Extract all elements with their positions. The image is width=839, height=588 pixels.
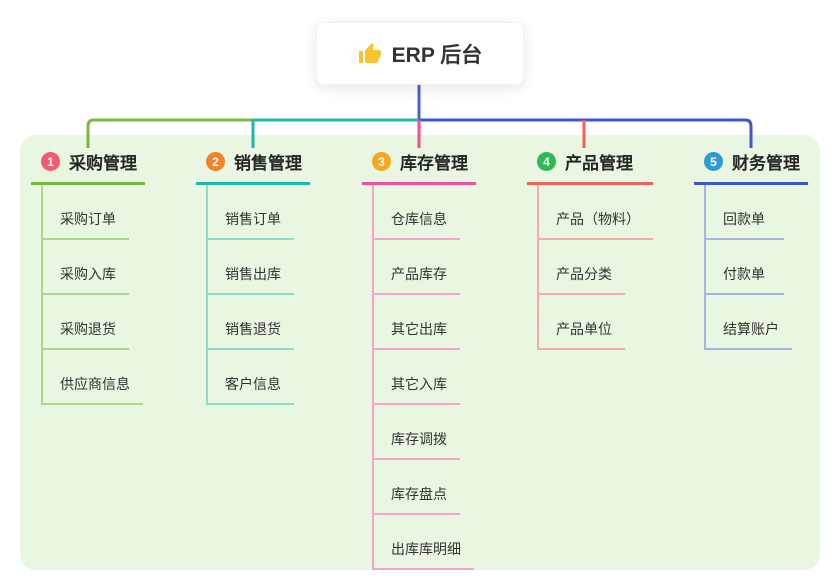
child-node[interactable]: 供应商信息 [43, 350, 143, 405]
child-label: 客户信息 [225, 376, 281, 392]
branch-number-badge: 1 [41, 152, 60, 171]
child-label: 其它入库 [391, 376, 447, 392]
child-label: 采购订单 [60, 211, 116, 227]
branch-children: 销售订单销售出库销售退货客户信息 [206, 185, 310, 405]
branch-label: 库存管理 [400, 154, 468, 173]
child-node[interactable]: 产品分类 [539, 240, 625, 295]
child-node[interactable]: 付款单 [706, 240, 784, 295]
branch-2: 2 销售管理销售订单销售出库销售退货客户信息 [196, 143, 310, 405]
child-label: 销售订单 [225, 211, 281, 227]
child-label: 库存盘点 [391, 486, 447, 502]
child-label: 仓库信息 [391, 211, 447, 227]
child-node[interactable]: 回款单 [706, 185, 784, 240]
child-node[interactable]: 销售订单 [208, 185, 294, 240]
child-node[interactable]: 产品单位 [539, 295, 625, 350]
child-node[interactable]: 仓库信息 [374, 185, 460, 240]
branch-label: 销售管理 [234, 154, 302, 173]
branch-4: 4 产品管理产品（物料） 产品分类产品单位 [527, 143, 653, 350]
branch-title[interactable]: 3 库存管理 [362, 143, 476, 185]
child-node[interactable]: 其它入库 [374, 350, 460, 405]
branch-title[interactable]: 4 产品管理 [527, 143, 653, 185]
child-label: 销售出库 [225, 266, 281, 282]
child-node[interactable]: 产品库存 [374, 240, 460, 295]
child-label: 供应商信息 [60, 376, 130, 392]
child-label: 产品单位 [556, 321, 612, 337]
child-node[interactable]: 产品（物料） [539, 185, 653, 240]
branch-children: 产品（物料） 产品分类产品单位 [537, 185, 653, 350]
child-label: 产品库存 [391, 266, 447, 282]
child-label: 结算账户 [723, 321, 779, 337]
branch-number-badge: 2 [206, 152, 225, 171]
root-label: ERP 后台 [391, 43, 483, 67]
child-node[interactable]: 客户信息 [208, 350, 294, 405]
child-label: 采购入库 [60, 266, 116, 282]
branch-title[interactable]: 5 财务管理 [694, 143, 808, 185]
child-node[interactable]: 库存盘点 [374, 460, 460, 515]
branch-label: 采购管理 [69, 154, 137, 173]
branch-number-badge: 3 [372, 152, 391, 171]
branch-title[interactable]: 1 采购管理 [31, 143, 145, 185]
child-label: 其它出库 [391, 321, 447, 337]
child-label: 出库库明细 [391, 541, 461, 557]
root-node[interactable]: ERP 后台 [316, 22, 524, 85]
child-label: 库存调拨 [391, 431, 447, 447]
branch-number-badge: 4 [537, 152, 556, 171]
child-node[interactable]: 其它出库 [374, 295, 460, 350]
child-label: 产品分类 [556, 266, 612, 282]
branch-label: 产品管理 [565, 154, 633, 173]
child-label: 销售退货 [225, 321, 281, 337]
child-node[interactable]: 出库库明细 [374, 515, 474, 570]
child-node[interactable]: 销售退货 [208, 295, 294, 350]
branch-3: 3 库存管理仓库信息产品库存其它出库其它入库库存调拨库存盘点出库库明细 [362, 143, 476, 570]
branches-panel [20, 135, 820, 570]
child-node[interactable]: 销售出库 [208, 240, 294, 295]
child-node[interactable]: 库存调拨 [374, 405, 460, 460]
branch-children: 回款单付款单结算账户 [704, 185, 808, 350]
branch-5: 5 财务管理回款单付款单结算账户 [694, 143, 808, 350]
child-label: 回款单 [723, 211, 765, 227]
child-label: 付款单 [723, 266, 765, 282]
thumbs-up-icon [358, 42, 381, 63]
child-label: 采购退货 [60, 321, 116, 337]
branch-number-badge: 5 [704, 152, 723, 171]
child-node[interactable]: 采购入库 [43, 240, 129, 295]
child-node[interactable]: 结算账户 [706, 295, 792, 350]
child-label: 产品（物料） [556, 211, 640, 227]
branch-label: 财务管理 [732, 154, 800, 173]
branch-title[interactable]: 2 销售管理 [196, 143, 310, 185]
branch-children: 采购订单采购入库采购退货供应商信息 [41, 185, 145, 405]
branch-1: 1 采购管理采购订单采购入库采购退货供应商信息 [31, 143, 145, 405]
child-node[interactable]: 采购订单 [43, 185, 129, 240]
branch-children: 仓库信息产品库存其它出库其它入库库存调拨库存盘点出库库明细 [372, 185, 476, 570]
child-node[interactable]: 采购退货 [43, 295, 129, 350]
